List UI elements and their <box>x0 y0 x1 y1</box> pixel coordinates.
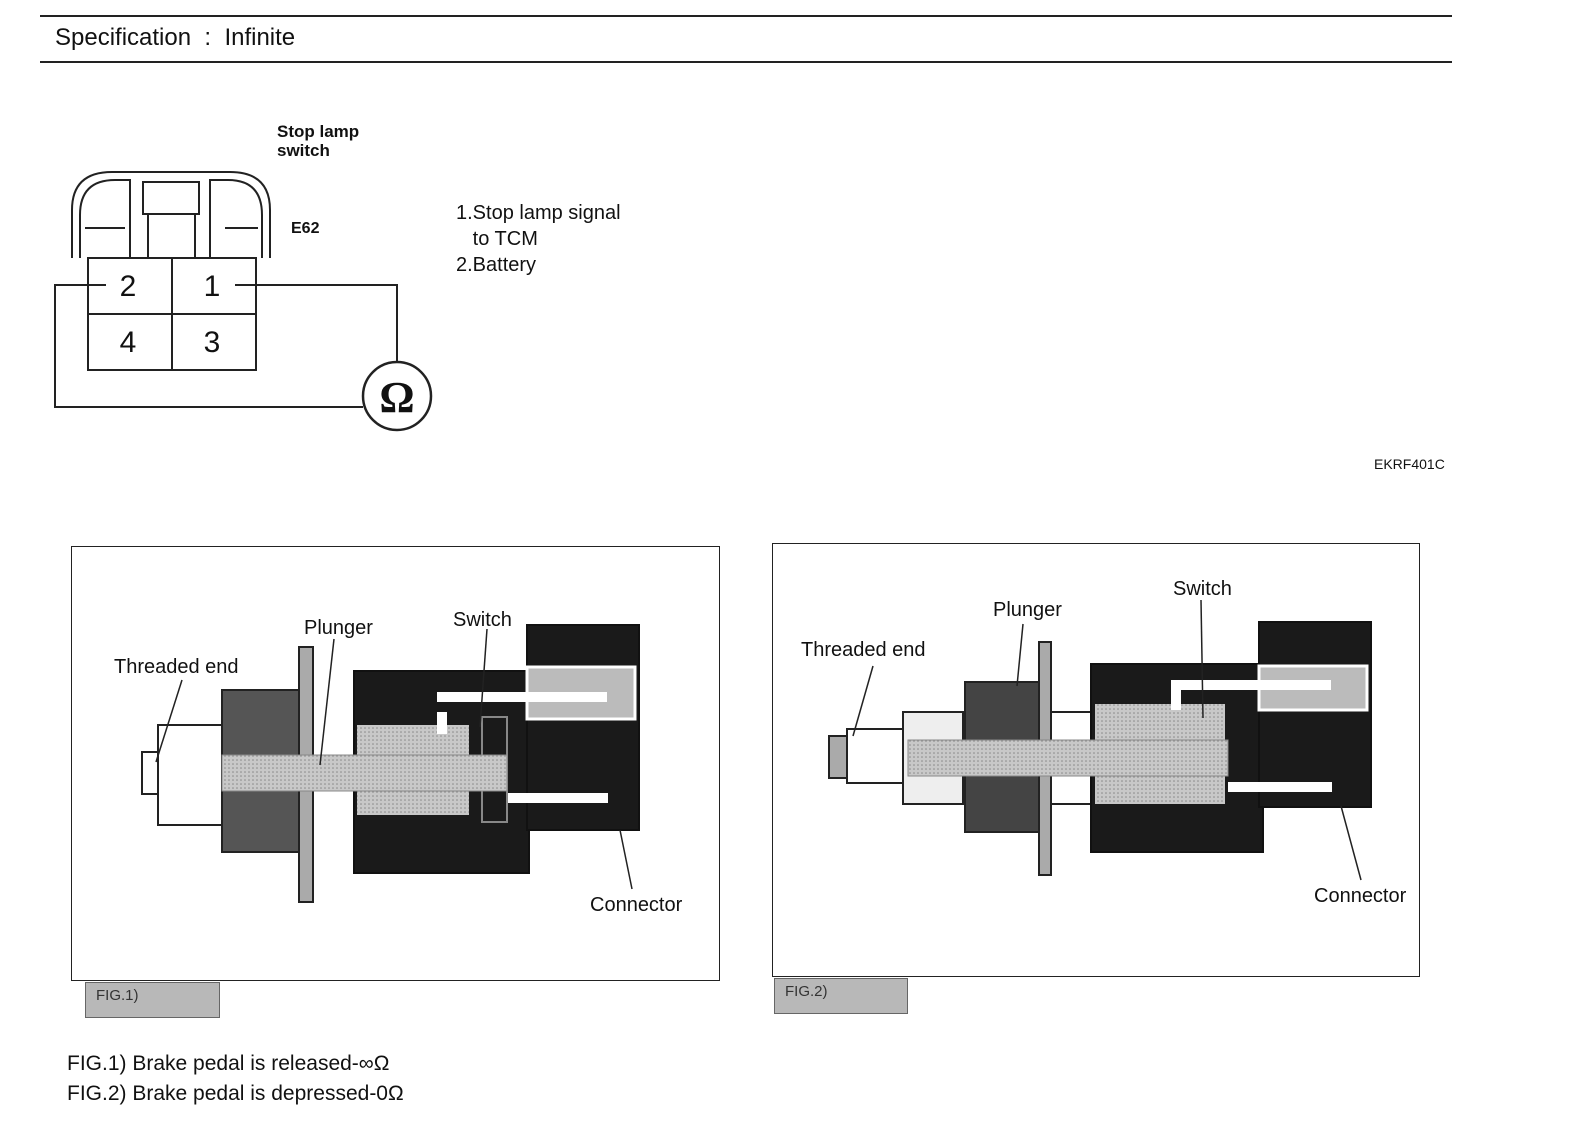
fig2-panel: Threaded end Plunger Switch Connector <box>772 543 1420 977</box>
fig2-tag: FIG.2) <box>774 978 908 1014</box>
ohm-symbol: Ω <box>379 373 414 422</box>
probe-wire-right <box>235 284 398 362</box>
pin-1-label: 1 <box>204 270 221 303</box>
specification-line: Specification : Infinite <box>55 24 295 52</box>
fig2-label-threaded-end: Threaded end <box>801 639 926 661</box>
top-rule <box>40 15 1452 17</box>
ohmmeter-icon <box>361 360 433 432</box>
latch-tab <box>142 181 200 215</box>
pin-description-list: 1.Stop lamp signal to TCM 2.Battery <box>456 200 621 278</box>
fig2-connector <box>1258 621 1372 808</box>
pin-description-1: 1.Stop lamp signal <box>456 202 621 224</box>
fig2-label-connector: Connector <box>1314 885 1407 907</box>
fig2-label-switch: Switch <box>1173 578 1232 600</box>
pin-description-2: 2.Battery <box>456 254 537 276</box>
connector-id: E62 <box>291 220 320 237</box>
fig2-illustration: Threaded end Plunger Switch Connector <box>801 578 1407 907</box>
pin-3-label: 3 <box>204 326 221 359</box>
fig1-label-threaded-end: Threaded end <box>114 656 239 678</box>
fig1-plunger-rod <box>221 754 508 792</box>
spec-label: Specification <box>55 24 192 51</box>
header-rule <box>40 61 1452 63</box>
fig2-plunger-rod <box>907 739 1229 777</box>
connector-housing <box>71 171 271 258</box>
switch-title: Stop lamp switch <box>277 122 359 160</box>
pin-2-label: 2 <box>120 270 137 303</box>
fig1-tag: FIG.1) <box>85 982 220 1018</box>
caption-fig1: FIG.1) Brake pedal is released-∞Ω <box>67 1052 390 1075</box>
pin-4-label: 4 <box>120 326 137 359</box>
caption-fig2: FIG.2) Brake pedal is depressed-0Ω <box>67 1082 404 1105</box>
fig1-label-switch: Switch <box>453 609 512 631</box>
pin-description-1-cont: to TCM <box>456 228 538 250</box>
spec-separator: : <box>204 24 212 51</box>
fig2-label-plunger: Plunger <box>993 599 1062 621</box>
fig1-illustration: Threaded end Plunger Switch Connector <box>114 609 683 916</box>
fig1-label-plunger: Plunger <box>304 617 373 639</box>
spec-value: Infinite <box>224 24 296 51</box>
switch-title-line1: Stop lamp <box>277 122 360 141</box>
fig1-label-connector: Connector <box>590 894 683 916</box>
fig1-panel: Threaded end Plunger Switch Connector <box>71 546 720 981</box>
connector-diagram: 2 1 4 3 Ω <box>54 171 433 432</box>
switch-title-line2: switch <box>277 141 330 160</box>
connector-latch <box>79 179 263 258</box>
probe-wire-left <box>54 284 363 408</box>
image-code: EKRF401C <box>1374 456 1445 472</box>
